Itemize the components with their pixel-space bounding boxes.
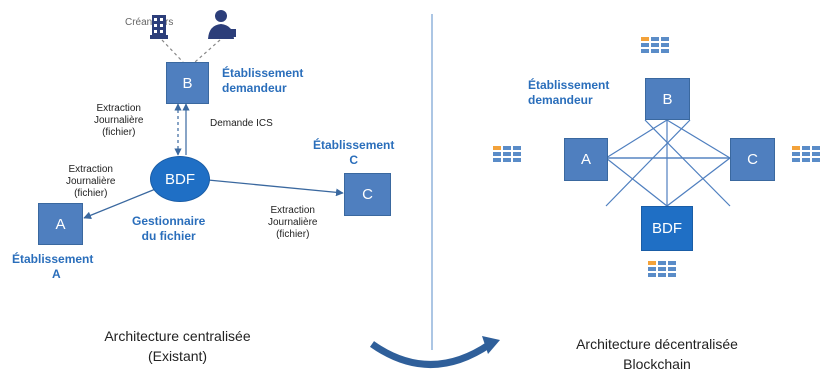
right-node-a: A bbox=[564, 138, 608, 181]
extraction-a-label: Extraction Journalière (fichier) bbox=[66, 164, 116, 199]
left-node-a-label: A bbox=[55, 215, 66, 233]
right-node-b-label: B bbox=[662, 90, 673, 108]
extraction-c-label: Extraction Journalière (fichier) bbox=[268, 205, 318, 240]
right-node-bdf: BDF bbox=[641, 206, 693, 251]
bdf-to-a-arrow bbox=[83, 187, 159, 219]
left-etablissement-demandeur-label: Établissement demandeur bbox=[222, 66, 304, 95]
left-node-b: B bbox=[166, 62, 209, 104]
gestionnaire-label: Gestionnaire du fichier bbox=[132, 214, 206, 243]
right-node-bdf-label: BDF bbox=[652, 220, 682, 237]
left-node-bdf: BDF bbox=[150, 156, 210, 202]
bdf-to-c-arrow bbox=[207, 179, 344, 197]
right-etablissement-demandeur-label: Établissement demandeur bbox=[528, 78, 610, 107]
right-node-c: C bbox=[730, 138, 775, 181]
right-node-c-label: C bbox=[747, 151, 758, 168]
creancier-person-to-b-line bbox=[194, 39, 221, 63]
right-node-a-label: A bbox=[580, 151, 591, 168]
right-caption: Architecture décentralisée Blockchain bbox=[576, 336, 738, 372]
ledger-icon bbox=[648, 261, 676, 277]
left-node-c: C bbox=[344, 173, 391, 216]
creanciers-label: Créanciers bbox=[125, 17, 174, 28]
left-node-c-label: C bbox=[362, 186, 373, 203]
left-node-b-label: B bbox=[182, 74, 193, 92]
ledger-icon bbox=[493, 146, 521, 162]
left-caption: Architecture centralisée (Existant) bbox=[104, 328, 251, 364]
etablissement-c-label: Établissement C bbox=[313, 138, 395, 167]
ledger-icon bbox=[641, 37, 669, 53]
right-node-b: B bbox=[645, 78, 690, 120]
bank-building-icon bbox=[150, 9, 168, 39]
left-node-bdf-label: BDF bbox=[165, 170, 195, 188]
business-person-icon bbox=[205, 9, 237, 39]
ledger-icon bbox=[792, 146, 820, 162]
blockchain-mesh bbox=[605, 119, 731, 207]
creancier-bank-to-b-line bbox=[161, 39, 184, 63]
extraction-b-label: Extraction Journalière (fichier) bbox=[94, 103, 144, 138]
etablissement-a-label: Établissement A bbox=[12, 252, 94, 281]
demande-ics-label: Demande ICS bbox=[210, 118, 273, 129]
curved-arrow-icon bbox=[369, 341, 492, 368]
left-node-a: A bbox=[38, 203, 83, 245]
